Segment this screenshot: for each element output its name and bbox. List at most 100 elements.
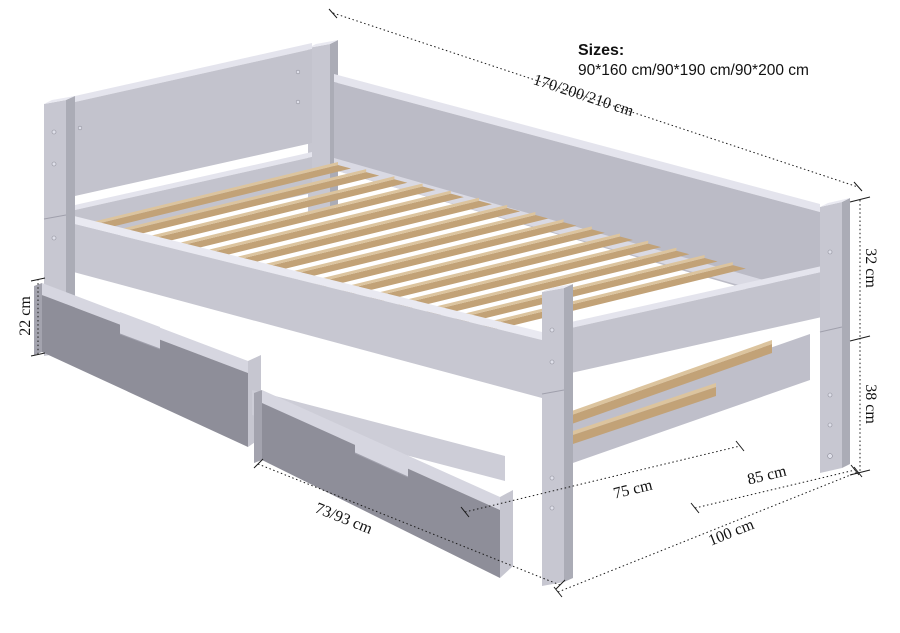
dim-foot-inner-label: 75 cm	[612, 477, 655, 503]
foot-front-post-side	[564, 284, 573, 582]
screw-hole	[827, 249, 833, 255]
dim-line-drawer-width	[257, 463, 561, 586]
screw-hole	[827, 422, 833, 428]
dim-tick	[853, 466, 863, 478]
head-front-post-side	[66, 96, 75, 352]
foot-back-post-side	[842, 198, 850, 468]
dim-tick	[853, 181, 863, 192]
foot-back-post-top	[820, 198, 850, 207]
screw-hole	[51, 129, 57, 135]
slats	[88, 162, 746, 330]
drawer-1-front	[42, 295, 248, 447]
drawer-1-left-side	[34, 283, 42, 355]
slat-11-edge	[370, 233, 620, 298]
screw-hole	[295, 99, 301, 105]
headboard-upper-bevel	[66, 43, 312, 104]
dim-line-foot-inner	[464, 445, 741, 513]
front-side-rail	[66, 214, 542, 398]
headboard-upper-face	[66, 49, 312, 198]
dim-tick	[690, 502, 700, 514]
screw-hole	[77, 125, 83, 131]
drawer-2-notch-edge	[354, 452, 409, 478]
headboard-lower-bevel	[66, 152, 312, 212]
drawer-1-handle-notch[interactable]	[120, 312, 160, 349]
drawer-1-notch-edge	[119, 333, 161, 350]
dim-tick	[30, 352, 46, 357]
foot-back-post-seam	[819, 326, 843, 333]
drawer-2-right-side	[500, 490, 513, 578]
sizes-title: Sizes:	[578, 42, 624, 59]
dim-tick	[253, 458, 264, 469]
drawer-2-front	[262, 403, 500, 578]
slat-13	[426, 250, 690, 316]
screw-hole	[549, 359, 555, 365]
foot-back-post-front	[820, 202, 842, 473]
foot-front-post-front	[542, 288, 564, 586]
dim-foot-frame-label: 85 cm	[746, 463, 789, 489]
front-rail-face	[66, 222, 542, 398]
slat-2	[116, 172, 380, 237]
slat-2-edge	[116, 169, 367, 234]
dim-tick	[555, 579, 566, 590]
slat-9-edge	[313, 219, 564, 284]
slat-1	[88, 165, 351, 230]
back-rail-face	[334, 82, 820, 310]
slat-10	[341, 229, 605, 294]
dim-tick	[460, 506, 470, 518]
foot-front-post-seam	[541, 389, 565, 395]
dim-line-foot-total	[557, 471, 859, 593]
slat-4-edge	[172, 183, 423, 248]
headboard-upper-panel	[66, 43, 312, 198]
bed-frame	[43, 40, 850, 586]
slat-12	[398, 243, 662, 309]
dim-foot-total-label: 100 cm	[706, 516, 757, 550]
screw-hole	[295, 69, 301, 75]
dim-tick	[850, 464, 860, 476]
dim-tick	[735, 440, 745, 452]
slat-14-edge	[454, 254, 705, 319]
dim-tick	[849, 196, 871, 203]
dim-rail-height-label: 32 cm	[862, 248, 879, 288]
slat-6	[229, 200, 492, 266]
drawers	[34, 283, 513, 578]
screw-hole	[549, 505, 555, 511]
screw-hole	[827, 453, 833, 459]
dim-tick	[328, 8, 338, 19]
dim-line-foot-frame	[694, 469, 856, 509]
slat-4	[172, 186, 436, 251]
dim-tick	[30, 277, 46, 282]
slat-13-edge	[426, 247, 677, 312]
slat-12-edge	[398, 240, 649, 305]
front-rail-top	[66, 214, 542, 340]
screw-hole	[51, 161, 57, 167]
drawer-1[interactable]	[34, 283, 261, 447]
dim-drawer-height-label: 22 cm	[17, 296, 34, 336]
slat-3-edge	[144, 176, 395, 241]
foot-front-post	[541, 284, 573, 586]
foot-slat-2	[558, 387, 716, 449]
dim-tick	[849, 469, 871, 476]
drawer-2[interactable]	[254, 390, 513, 578]
drawer-2-handle-notch[interactable]	[355, 432, 408, 477]
head-back-post-top	[308, 40, 338, 48]
dim-tick	[849, 335, 871, 342]
under-bed-rail	[252, 390, 505, 481]
screw-hole	[549, 327, 555, 333]
foot-end	[558, 266, 822, 464]
slat-7	[257, 207, 521, 273]
foot-slat-1	[566, 344, 772, 426]
head-front-post-top	[44, 96, 75, 104]
slat-14	[454, 257, 718, 323]
slat-10-edge	[341, 226, 592, 291]
screw-hole	[549, 475, 555, 481]
foot-slat-2-edge	[558, 383, 716, 440]
slat-9	[313, 222, 577, 287]
slat-11	[370, 236, 633, 301]
slat-5-edge	[200, 190, 451, 255]
drawer-2-left-side	[254, 390, 262, 463]
foot-back-post	[819, 198, 850, 473]
sizes-values: 90*160 cm/90*190 cm/90*200 cm	[578, 62, 809, 79]
foot-board-bevel	[562, 266, 822, 330]
